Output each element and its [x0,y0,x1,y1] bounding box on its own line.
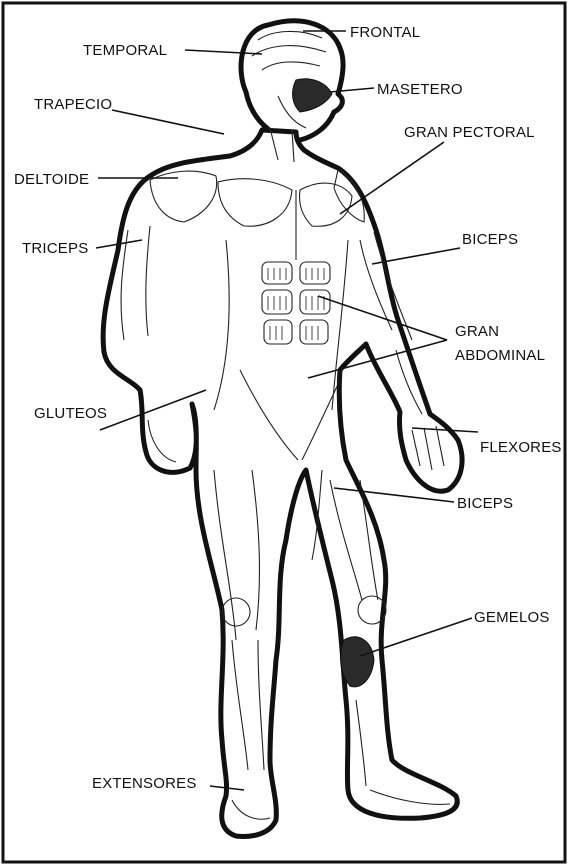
label-extensores: EXTENSORES [92,775,197,792]
label-biceps-leg: BICEPS [457,495,513,512]
label-gemelos: GEMELOS [474,609,550,626]
label-masetero: MASETERO [377,81,463,98]
label-deltoide: DELTOIDE [14,171,89,188]
label-gran-abdominal-line2: ABDOMINAL [455,347,545,364]
label-trapecio: TRAPECIO [34,96,112,113]
label-frontal: FRONTAL [350,24,420,41]
label-gran-abdominal-line1: GRAN [455,323,499,340]
label-temporal: TEMPORAL [83,42,167,59]
label-flexores: FLEXORES [480,439,562,456]
label-biceps-arm: BICEPS [462,231,518,248]
label-triceps: TRICEPS [22,240,88,257]
label-gran-pectoral: GRAN PECTORAL [404,124,535,141]
label-gluteos: GLUTEOS [34,405,107,422]
